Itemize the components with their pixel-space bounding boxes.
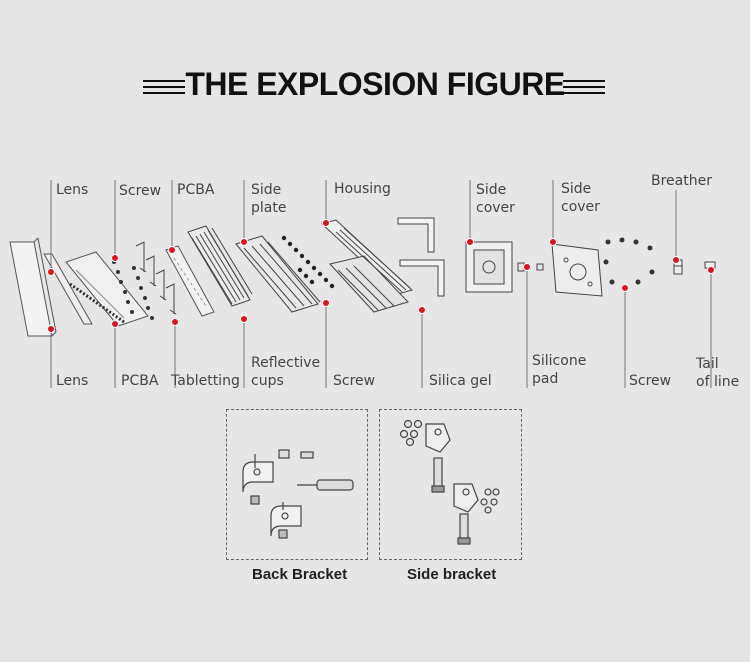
marker-reflective-cups [240, 315, 248, 323]
marker-side-cover-b [549, 238, 557, 246]
side-cover-a-part [465, 241, 513, 293]
pcba-part [65, 251, 149, 327]
marker-screw [111, 254, 119, 262]
screws-col-1 [112, 260, 154, 320]
marker-tail [707, 266, 715, 274]
marker-screw-right [621, 284, 629, 292]
red-markers [47, 219, 715, 333]
tabletting-part [135, 241, 177, 315]
label-side-cover-a-line2: cover [476, 200, 515, 216]
marker-tabletting [171, 318, 179, 326]
label-screw-mid: Screw [333, 373, 376, 389]
marker-lens-bottom [47, 325, 55, 333]
marker-pcba-bottom [111, 320, 119, 328]
side-bracket-panel [379, 409, 522, 560]
lens-strip-part [43, 253, 93, 325]
marker-pcba-top [168, 246, 176, 254]
label-lens-top: Lens [56, 182, 89, 198]
marker-breather [672, 256, 680, 264]
leader-lines [50, 180, 712, 388]
screws-right [603, 237, 655, 285]
title-decoration-left [143, 80, 185, 94]
title-decoration-right [563, 80, 605, 94]
label-reflective-line1: Reflective [251, 355, 321, 371]
label-tail-line2: of line [696, 374, 740, 390]
marker-silicone-pad [523, 263, 531, 271]
label-pcba-bottom: PCBA [121, 373, 159, 389]
label-side-plate-line1: Side [251, 182, 282, 198]
back-bracket-caption: Back Bracket [252, 566, 348, 583]
label-breather: Breather [651, 173, 712, 189]
reflective-cups-part [235, 235, 321, 313]
back-bracket-illustration [242, 449, 354, 539]
side-cover-b-part [551, 243, 603, 297]
label-reflective-line2: cups [251, 373, 284, 389]
marker-lens-top [47, 268, 55, 276]
label-tail-line1: Tail [696, 356, 719, 372]
label-silica-gel: Silica gel [429, 373, 492, 389]
label-side-plate-line2: plate [251, 200, 287, 216]
label-side-cover-b-line1: Side [561, 181, 592, 197]
label-screw-right: Screw [629, 373, 672, 389]
side-bracket-caption: Side bracket [407, 566, 497, 583]
marker-side-plate [240, 238, 248, 246]
side-bracket-illustration [399, 419, 500, 545]
back-bracket-panel [226, 409, 368, 560]
fins-part [187, 225, 253, 307]
marker-screw-mid [322, 299, 330, 307]
label-pcba-top: PCBA [177, 182, 215, 198]
label-silicone-line2: pad [532, 371, 559, 387]
marker-housing [322, 219, 330, 227]
silica-gel-part [397, 217, 445, 297]
housing-part [321, 219, 413, 313]
label-housing: Housing [334, 181, 391, 197]
marker-side-cover-a [466, 238, 474, 246]
label-silicone-line1: Silicone [532, 353, 587, 369]
label-side-cover-b-line2: cover [561, 199, 600, 215]
label-side-cover-a-line1: Side [476, 182, 507, 198]
lens-part [9, 237, 57, 337]
page-title: THE EXPLOSION FIGURE [185, 66, 565, 102]
label-lens-bottom: Lens [56, 373, 89, 389]
label-screw-top: Screw [119, 183, 162, 199]
screws-row-mid [281, 235, 335, 289]
label-tabletting: Tabletting [171, 373, 240, 389]
marker-silica-gel [418, 306, 426, 314]
